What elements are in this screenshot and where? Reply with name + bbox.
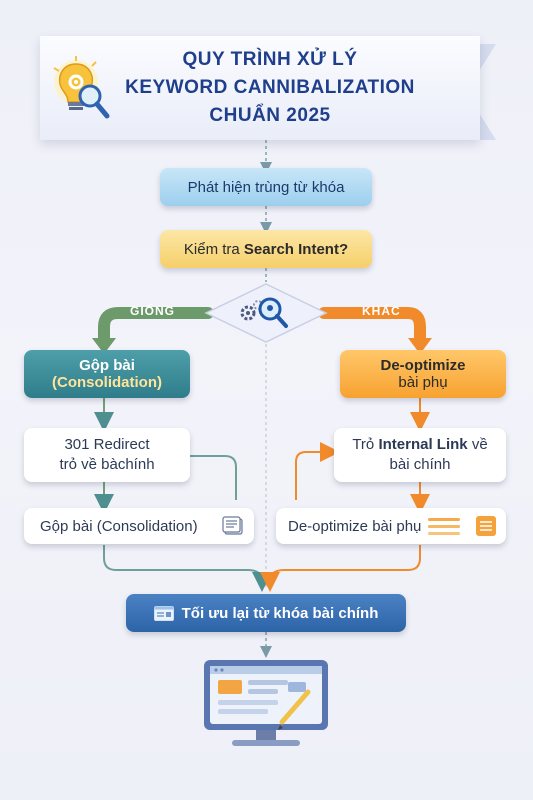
title-banner (40, 36, 480, 140)
internal-link-step: Trỏ Internal Link về bài chính (334, 428, 506, 482)
page-title: QUY TRÌNH XỬ LÝ KEYWORD CANNIBALIZATION … (110, 46, 430, 130)
deoptimize-detail: De-optimize bài phụ (276, 508, 506, 544)
monitor-edit-icon (196, 656, 336, 756)
title-line-1: QUY TRÌNH XỬ LÝ (182, 49, 358, 70)
list-block-icon (476, 516, 496, 536)
redirect-301-step: 301 Redirect trỏ về bàchính (24, 428, 190, 482)
merge2-bold: (Consolidation) (96, 517, 198, 535)
check-intent-step: Kiểm tra Search Intent? (160, 230, 372, 268)
deoptimize-step: De-optimize bài phụ (340, 350, 506, 398)
document-icon (222, 516, 244, 536)
deopt2-label: De-optimize bài phụ (288, 517, 422, 535)
merge-consolidation-step: Gộp bài (Consolidation) (24, 350, 190, 398)
internal-line-2: bài chính (389, 456, 451, 473)
internal-prefix: Trỏ (352, 436, 375, 453)
lightbulb-gear-magnifier-icon (50, 54, 112, 126)
merge2-prefix: Gộp bài (40, 517, 93, 535)
redirect-line-2: trỏ về bàchính (59, 456, 155, 473)
internal-suffix: về (471, 436, 488, 453)
title-line-2: KEYWORD CANNIBALIZATION (125, 77, 415, 98)
detect-label: Phát hiện trùng từ khóa (187, 178, 345, 196)
gear-magnifier-icon (236, 293, 296, 333)
same-label: GIỐNG (130, 304, 176, 318)
list-lines-icon (428, 518, 460, 535)
check-bold: Search Intent? (243, 240, 349, 258)
deopt-label: De-optimize (380, 357, 466, 374)
internal-bold: Internal Link (378, 436, 468, 453)
check-prefix: Kiểm tra (183, 240, 240, 258)
merge-label: Gộp bài (79, 357, 135, 374)
browser-window-icon (153, 605, 174, 621)
optimize-label: Tối ưu lại từ khóa bài chính (181, 604, 379, 622)
deopt-sub-label: bài phụ (398, 374, 448, 391)
optimize-main-keyword-step: Tối ưu lại từ khóa bài chính (126, 594, 406, 632)
merge-consolidation-detail: Gộp bài (Consolidation) (24, 508, 254, 544)
redirect-line-1: 301 Redirect (64, 436, 150, 453)
diff-label: KHÁC (362, 304, 401, 318)
detect-duplicate-step: Phát hiện trùng từ khóa (160, 168, 372, 206)
merge-sub-label: (Consolidation) (52, 374, 162, 391)
title-line-3: CHUẨN 2025 (209, 105, 331, 126)
